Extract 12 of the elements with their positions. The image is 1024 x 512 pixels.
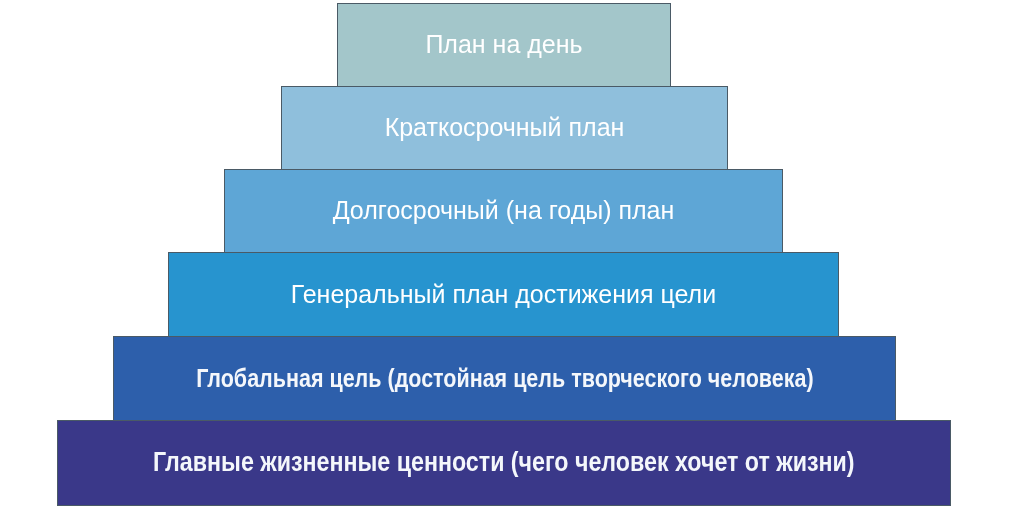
- tier-label: Краткосрочный план: [384, 114, 625, 142]
- pyramid-tier: [57, 420, 951, 506]
- tier-label: Генеральный план достижения цели: [290, 280, 717, 309]
- pyramid-tier: [337, 3, 671, 87]
- tier-label: План на день: [425, 31, 583, 59]
- pyramid-tier: [224, 169, 783, 253]
- tier-label: Долгосрочный (на годы) план: [332, 197, 675, 225]
- pyramid-tier: [168, 252, 839, 337]
- tier-label: Глобальная цель (достойная цель творческого человека): [195, 364, 814, 393]
- pyramid-tier: [113, 336, 896, 421]
- tier-label: Главные жизненные ценности (чего человек хочет от жизни): [153, 448, 855, 478]
- pyramid-tier: [281, 86, 728, 170]
